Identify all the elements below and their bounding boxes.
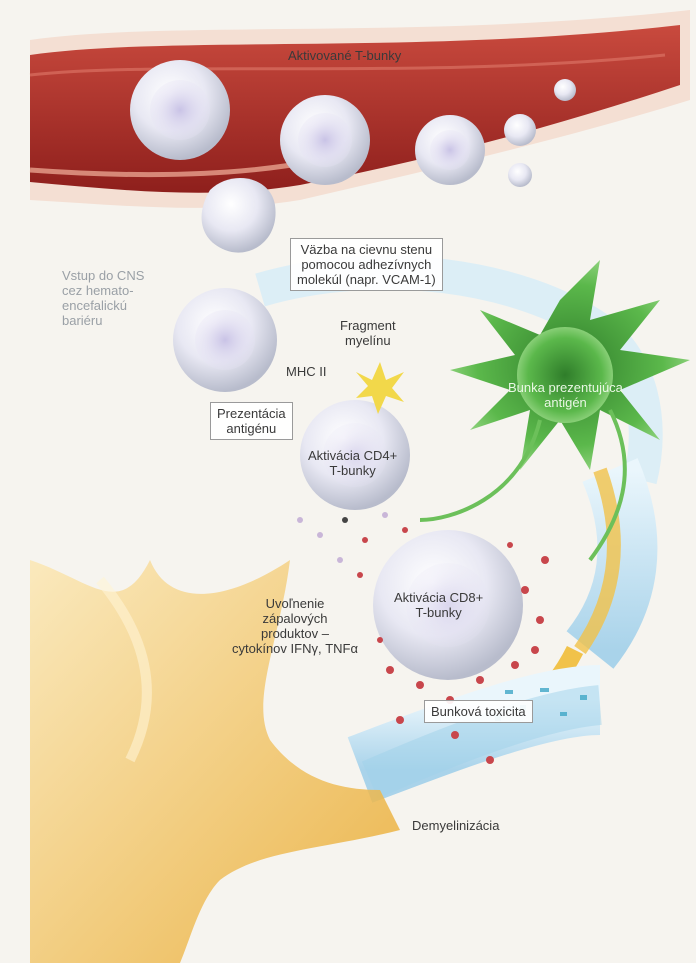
label-apc-line-2: antigén	[508, 395, 623, 410]
label-myelin-fragment: Fragment myelínu	[340, 318, 396, 348]
label-antigen-presentation: Prezentácia antigénu	[210, 402, 293, 440]
label-vessel-binding-line-3: molekúl (napr. VCAM-1)	[297, 272, 436, 287]
label-cytokine-release: Uvoľnenie zápalových produktov – cytokín…	[232, 596, 358, 656]
label-cns-entry-line-2: cez hemato-	[62, 283, 144, 298]
label-cytokine-line-2: zápalových	[232, 611, 358, 626]
label-cell-toxicity: Bunková toxicita	[424, 700, 533, 723]
label-cns-entry-line-1: Vstup do CNS	[62, 268, 144, 283]
label-antigen-presentation-line-1: Prezentácia	[217, 406, 286, 421]
label-cytokine-line-1: Uvoľnenie	[232, 596, 358, 611]
label-apc-line-1: Bunka prezentujúca	[508, 380, 623, 395]
label-cns-entry-line-3: encefalickú	[62, 298, 144, 313]
label-cd8-activation: Aktivácia CD8+ T-bunky	[394, 590, 483, 620]
cd4-t-cell	[300, 362, 410, 510]
label-antigen-presentation-line-2: antigénu	[217, 421, 286, 436]
label-cd8-line-1: Aktivácia CD8+	[394, 590, 483, 605]
label-vessel-binding-line-2: pomocou adhezívnych	[297, 257, 436, 272]
blood-vessel	[30, 10, 690, 208]
label-activated-t-cells: Aktivované T-bunky	[288, 48, 401, 63]
label-vessel-binding-line-1: Väzba na cievnu stenu	[297, 242, 436, 257]
label-cytokine-line-4: cytokínov IFNγ, TNFα	[232, 641, 358, 656]
label-cns-entry-line-4: bariéru	[62, 313, 144, 328]
label-demyelination: Demyelinizácia	[412, 818, 499, 833]
label-mhc: MHC II	[286, 364, 326, 379]
label-cd4-activation: Aktivácia CD4+ T-bunky	[308, 448, 397, 478]
label-antigen-presenting-cell: Bunka prezentujúca antigén	[508, 380, 623, 410]
label-cns-entry: Vstup do CNS cez hemato- encefalickú bar…	[62, 268, 144, 328]
cns-t-cell	[173, 288, 277, 392]
label-vessel-binding: Väzba na cievnu stenu pomocou adhezívnyc…	[290, 238, 443, 291]
label-cytokine-line-3: produktov –	[232, 626, 358, 641]
label-cd4-line-1: Aktivácia CD4+	[308, 448, 397, 463]
label-cd8-line-2: T-bunky	[394, 605, 483, 620]
label-myelin-fragment-line-2: myelínu	[340, 333, 396, 348]
label-myelin-fragment-line-1: Fragment	[340, 318, 396, 333]
label-cd4-line-2: T-bunky	[308, 463, 397, 478]
